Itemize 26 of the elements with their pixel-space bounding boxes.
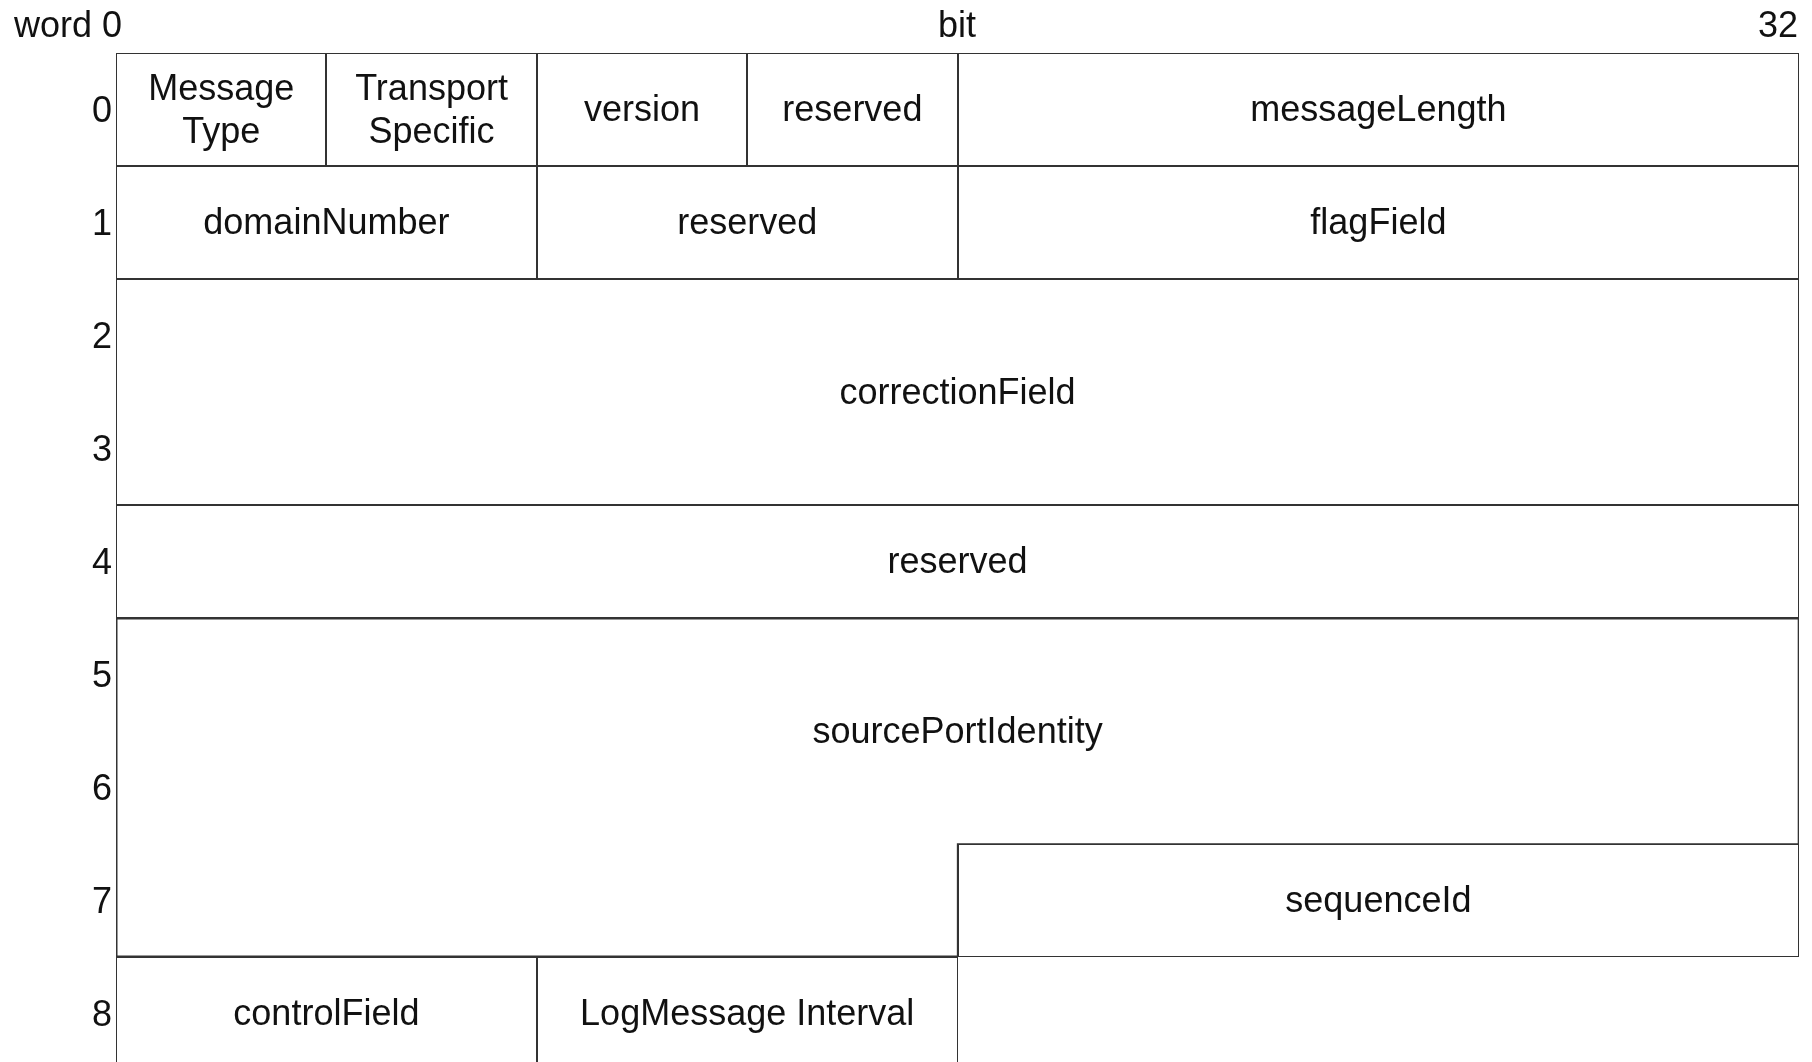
header-field: messageLength [957,53,1800,166]
header-field: version [536,53,748,166]
header-field: sequenceId [957,844,1800,957]
word-number: 4 [91,543,112,580]
header-field: reserved [747,53,958,166]
header-field: reserved [536,166,958,279]
header-field: Transport Specific [326,53,537,166]
header-field: controlField [116,957,537,1062]
bit-number: 32 [1757,7,1798,43]
header-field: correctionField [116,279,1800,505]
word-number: 8 [91,995,112,1032]
word-number: 3 [91,430,112,467]
word-number: 1 [91,204,112,241]
word-number: 5 [91,656,112,693]
bit-number: 0 [102,7,123,43]
header-field: Message Type [116,53,327,166]
word-number: 0 [91,91,112,128]
bit-label: bit [938,7,976,43]
header-field: flagField [957,166,1800,279]
word-label: word [14,7,93,43]
header-field: LogMessage Interval [536,957,958,1062]
header-field: reserved [116,505,1800,618]
word-number: 2 [91,317,112,354]
header-field: domainNumber [116,166,537,279]
word-number: 7 [91,882,112,919]
word-number: 6 [91,769,112,806]
